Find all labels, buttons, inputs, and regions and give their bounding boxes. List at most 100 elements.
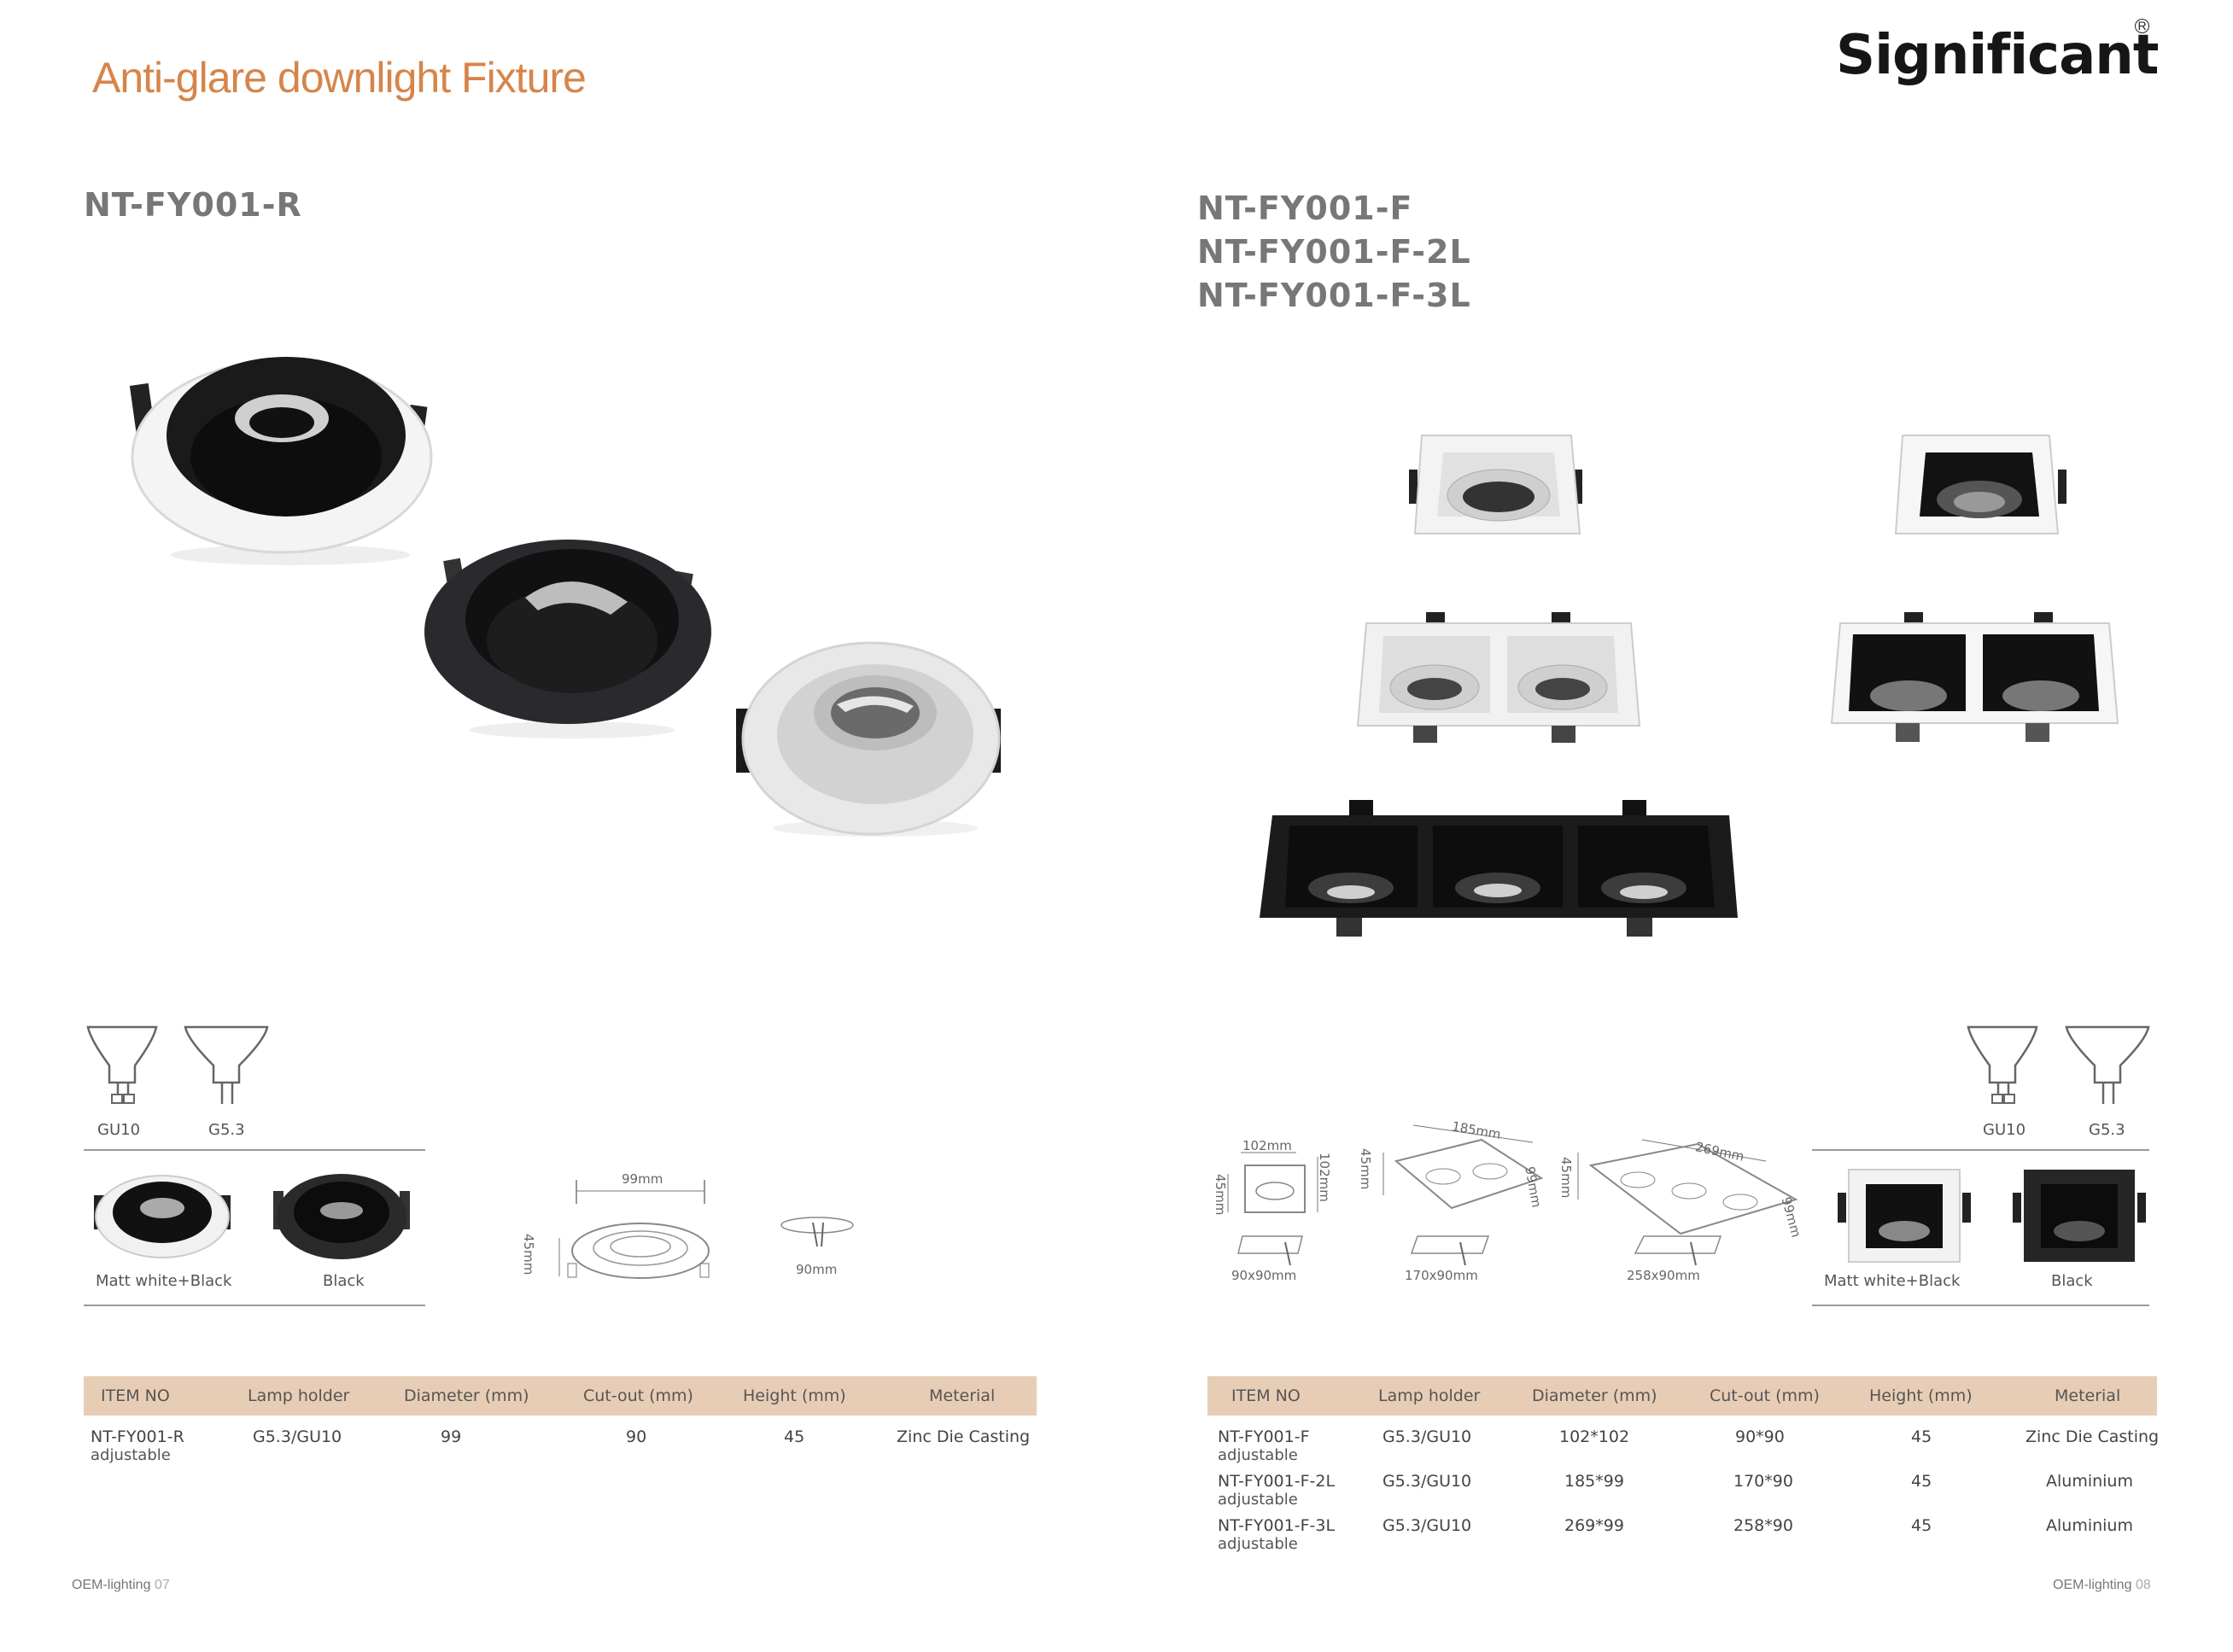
- model-number-1: NT-FY001-F: [1197, 190, 1413, 227]
- dim-single-width: 102mm: [1242, 1138, 1292, 1153]
- spec-table-header: ITEM NO Lamp holder Diameter (mm) Cut-ou…: [84, 1376, 1037, 1416]
- cell-item-sub: adjustable: [1218, 1446, 1298, 1464]
- cell-material: Zinc Die Casting: [2025, 1427, 2160, 1446]
- finish-black-thumb: [2013, 1170, 2146, 1262]
- model-number-2: NT-FY001-F-2L: [1197, 233, 1471, 271]
- spec-table-header: ITEM NO Lamp holder Diameter (mm) Cut-ou…: [1207, 1376, 2157, 1416]
- lamp-type-gu10: GU10: [97, 1121, 141, 1139]
- lamp-type-g53: G5.3: [2089, 1121, 2125, 1139]
- col-lamp-holder: Lamp holder: [248, 1386, 350, 1405]
- table-row: NT-FY001-R adjustable G5.3/GU10 99 90 45…: [84, 1427, 1037, 1470]
- col-diameter: Diameter (mm): [1532, 1386, 1657, 1405]
- col-height: Height (mm): [743, 1386, 846, 1405]
- cell-cutout: 90: [626, 1427, 647, 1446]
- model-number-3: NT-FY001-F-3L: [1197, 277, 1471, 314]
- product-photo-white-round: [129, 357, 433, 565]
- cell-material: Zinc Die Casting: [897, 1427, 1031, 1446]
- dim-height: 45mm: [521, 1234, 536, 1275]
- dimension-drawing-round: [558, 1180, 710, 1279]
- finish-white-black-thumb: [94, 1175, 231, 1258]
- divider: [1812, 1305, 2149, 1306]
- finish-label-white-black: Matt white+Black: [96, 1272, 232, 1290]
- col-material: Meterial: [929, 1386, 996, 1405]
- model-number: NT-FY001-R: [84, 186, 302, 224]
- cell-height: 45: [1911, 1516, 1932, 1535]
- page-title: Anti-glare downlight Fixture: [92, 54, 587, 102]
- cell-material: Aluminium: [2046, 1472, 2133, 1491]
- g53-bulb-icon: [184, 1025, 269, 1104]
- dim-single-cutout: 90x90mm: [1231, 1268, 1297, 1283]
- cutout-drawing-double: [1410, 1235, 1490, 1266]
- cell-item: NT-FY001-F-3L: [1218, 1516, 1336, 1535]
- cell-item: NT-FY001-F: [1218, 1427, 1310, 1446]
- finish-label-white-black: Matt white+Black: [1824, 1272, 1961, 1290]
- cell-cutout: 258*90: [1733, 1516, 1793, 1535]
- cell-height: 45: [1911, 1427, 1932, 1446]
- dim-single-depth: 102mm: [1317, 1153, 1332, 1202]
- table-row: NT-FY001-F adjustable G5.3/GU10 102*102 …: [1207, 1427, 2160, 1470]
- cell-diameter: 99: [441, 1427, 462, 1446]
- cutout-drawing-round: [780, 1217, 854, 1247]
- dimension-drawing-triple: [1577, 1139, 1798, 1235]
- cutout-drawing-single: [1237, 1235, 1303, 1266]
- product-photo-double-white: [1356, 612, 1641, 743]
- cutout-drawing-triple: [1634, 1235, 1722, 1266]
- cell-item: NT-FY001-R: [91, 1427, 184, 1446]
- product-photo-black-round: [424, 540, 711, 738]
- col-item-no: ITEM NO: [101, 1386, 170, 1405]
- cell-item: NT-FY001-F-2L: [1218, 1472, 1336, 1491]
- page-number: 08: [2135, 1578, 2151, 1592]
- lamp-type-g53: G5.3: [208, 1121, 245, 1139]
- col-diameter: Diameter (mm): [404, 1386, 529, 1405]
- gu10-bulb-icon: [86, 1025, 158, 1104]
- page-number: 07: [154, 1578, 170, 1592]
- divider: [1812, 1149, 2149, 1151]
- cell-diameter: 102*102: [1559, 1427, 1630, 1446]
- product-photo-white-round-2: [736, 641, 1001, 837]
- cell-item-sub: adjustable: [1218, 1535, 1298, 1553]
- divider: [84, 1305, 425, 1306]
- col-cutout: Cut-out (mm): [583, 1386, 693, 1405]
- footer-left: OEM-lighting 07: [72, 1578, 170, 1593]
- finish-label-black: Black: [323, 1272, 365, 1290]
- product-photo-square-white: [1409, 435, 1582, 534]
- dim-double-height: 45mm: [1358, 1148, 1373, 1190]
- cell-item-sub: adjustable: [1218, 1491, 1298, 1509]
- cell-item-sub: adjustable: [91, 1446, 171, 1464]
- product-photo-triple-black: [1260, 800, 1738, 937]
- spec-table-left: ITEM NO Lamp holder Diameter (mm) Cut-ou…: [84, 1376, 1037, 1479]
- table-row: NT-FY001-F-2L adjustable G5.3/GU10 185*9…: [1207, 1472, 2157, 1515]
- cell-diameter: 185*99: [1564, 1472, 1624, 1491]
- lamp-type-gu10: GU10: [1983, 1121, 2026, 1139]
- col-cutout: Cut-out (mm): [1710, 1386, 1820, 1405]
- dim-double-cutout: 170x90mm: [1405, 1268, 1478, 1283]
- dim-diameter: 99mm: [622, 1171, 663, 1187]
- footer-brand: OEM-lighting: [2053, 1578, 2132, 1592]
- cell-cutout: 170*90: [1733, 1472, 1793, 1491]
- g53-bulb-icon: [2065, 1025, 2150, 1104]
- dimension-drawing-single: [1227, 1152, 1318, 1213]
- cell-height: 45: [1911, 1472, 1932, 1491]
- cell-material: Aluminium: [2046, 1516, 2133, 1535]
- footer-right: OEM-lighting 08: [2053, 1578, 2151, 1593]
- dimension-drawing-double: [1382, 1124, 1544, 1210]
- cell-lamp: G5.3/GU10: [253, 1427, 342, 1446]
- product-photo-square-white-black: [1894, 435, 2066, 534]
- cell-lamp: G5.3/GU10: [1382, 1427, 1472, 1446]
- divider: [84, 1149, 425, 1151]
- dim-cutout: 90mm: [796, 1262, 838, 1277]
- cell-lamp: G5.3/GU10: [1382, 1472, 1472, 1491]
- registered-mark: R: [2135, 19, 2149, 33]
- cell-diameter: 269*99: [1564, 1516, 1624, 1535]
- dim-triple-cutout: 258x90mm: [1627, 1268, 1700, 1283]
- finish-black-thumb: [273, 1174, 410, 1259]
- cell-height: 45: [784, 1427, 805, 1446]
- finish-label-black: Black: [2051, 1272, 2093, 1290]
- cell-lamp: G5.3/GU10: [1382, 1516, 1472, 1535]
- spec-table-right: ITEM NO Lamp holder Diameter (mm) Cut-ou…: [1207, 1376, 2160, 1559]
- cell-cutout: 90*90: [1735, 1427, 1785, 1446]
- col-material: Meterial: [2055, 1386, 2121, 1405]
- col-item-no: ITEM NO: [1231, 1386, 1301, 1405]
- table-row: NT-FY001-F-3L adjustable G5.3/GU10 269*9…: [1207, 1516, 2157, 1559]
- dim-single-height: 45mm: [1213, 1174, 1228, 1216]
